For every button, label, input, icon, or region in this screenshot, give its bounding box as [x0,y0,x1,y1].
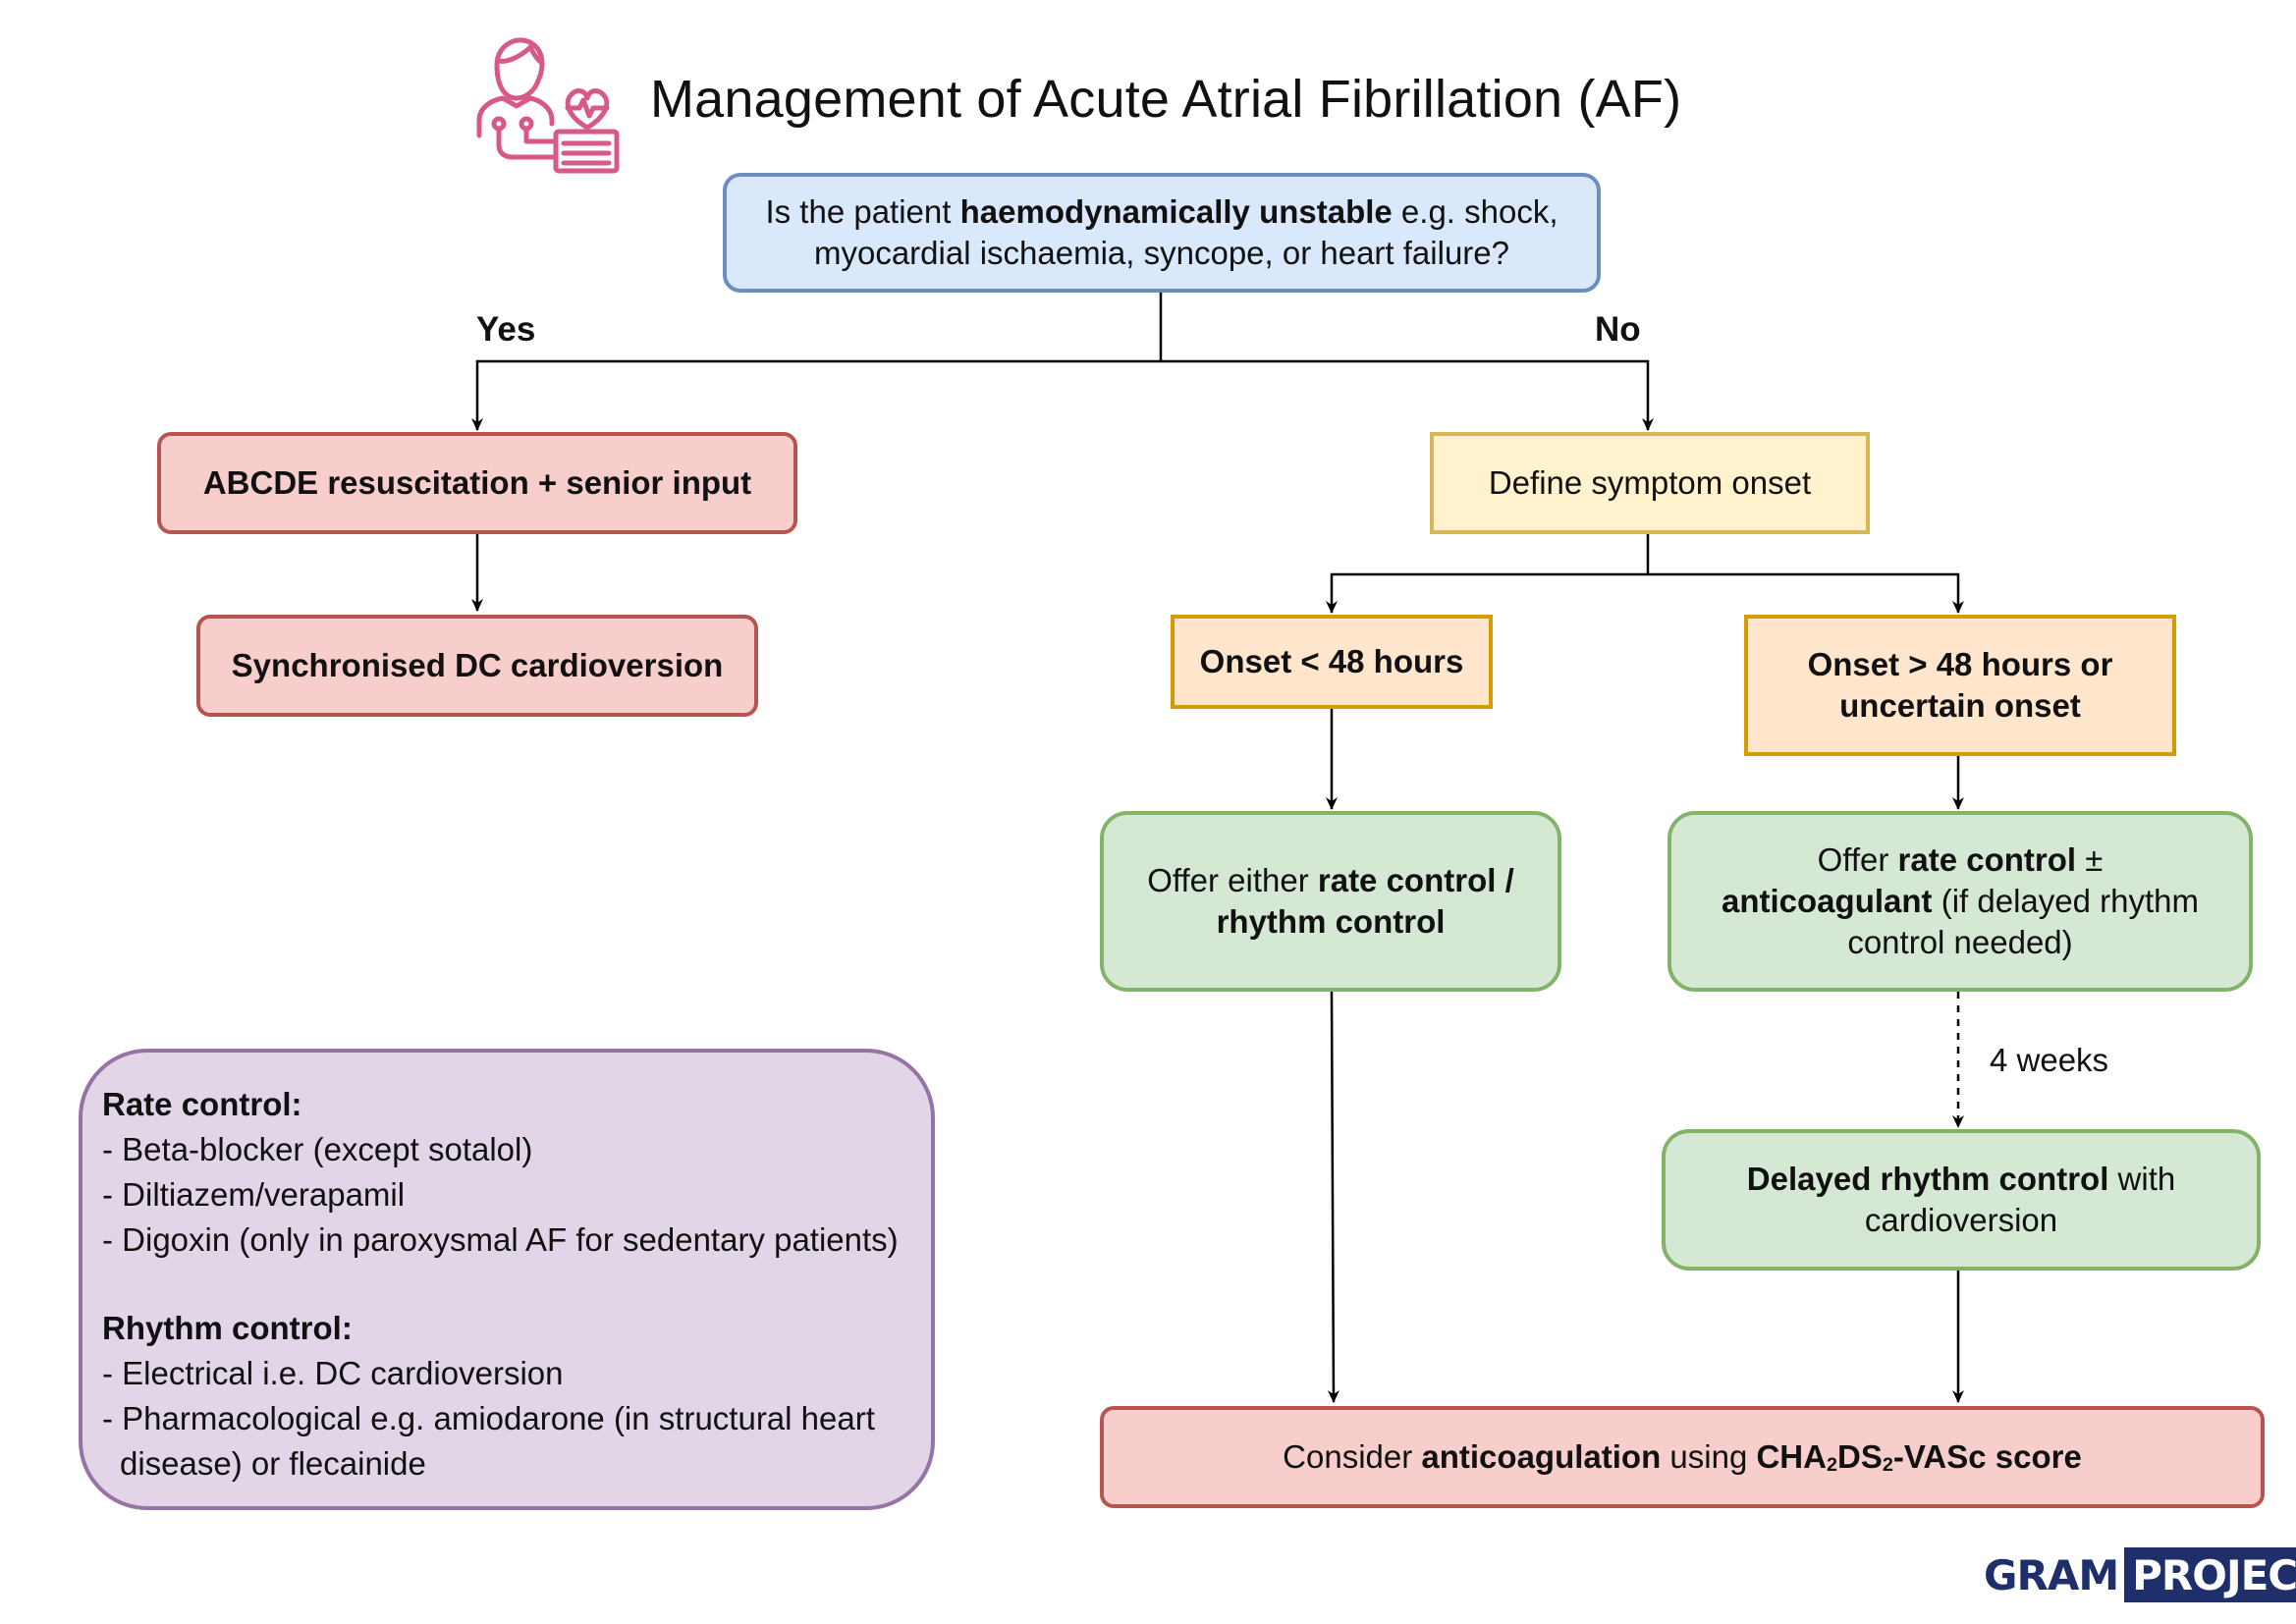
onset-short-box: Onset < 48 hours [1171,615,1493,709]
legend-rhythm-item: - Pharmacological e.g. amiodarone (in st… [102,1400,875,1436]
question-text-pre: Is the patient [765,192,960,230]
legend-rhythm-heading: Rhythm control: [102,1310,353,1346]
offer-either-pre: Offer either [1147,861,1318,898]
branch-label-yes: Yes [476,310,536,349]
question-box: Is the patient haemodynamically unstable… [723,173,1601,293]
patient-heart-monitor-icon [476,37,620,174]
onset-long-box: Onset > 48 hours or uncertain onset [1744,615,2176,756]
offer-rate-line3: control needed) [1847,924,2073,961]
delayed-line2: cardioversion [1864,1202,2058,1238]
legend-rate-item: - Beta-blocker (except sotalol) [102,1131,533,1167]
offer-rate-box: Offer rate control ± anticoagulant (if de… [1667,811,2253,992]
resuscitation-box: ABCDE resuscitation + senior input [157,432,797,534]
connector-to-short [1326,572,1648,614]
legend-rhythm-item: disease) or flecainide [120,1445,426,1482]
legend-rhythm-item: - Electrical i.e. DC cardioversion [102,1355,564,1391]
onset-long-line2: uncertain onset [1839,687,2081,724]
legend-box: Rate control: - Beta-blocker (except sot… [79,1049,935,1510]
question-text-bold: haemodynamically unstable [959,192,1393,230]
page-title: Management of Acute Atrial Fibrillation … [650,70,1682,129]
offer-rate-mid: ± [2076,840,2104,878]
question-text-line2: myocardial ischaemia, syncope, or heart … [813,235,1509,271]
offer-either-bold1: rate control / [1317,861,1514,898]
delayed-rhythm-box: Delayed rhythm control with cardioversion [1662,1129,2261,1271]
delayed-bold: Delayed rhythm control [1746,1160,2109,1197]
logo-gram: GRAM [1984,1550,2119,1599]
gram-project-logo: GRAM PROJECT [1984,1547,2296,1602]
offer-rate-post: (if delayed rhythm [1932,882,2199,919]
branch-label-no: No [1595,310,1641,349]
connector-offer-to-final [1327,991,1339,1403]
connector-yes [471,359,1161,431]
cardioversion-box: Synchronised DC cardioversion [196,615,758,717]
logo-project: PROJECT [2124,1547,2296,1602]
final-pre: Consider [1283,1437,1422,1475]
offer-either-box: Offer either rate control / rhythm contro… [1100,811,1561,992]
question-text-post: e.g. shock, [1392,192,1558,230]
anticoagulation-box: Consider anticoagulation using CHA2DS2-V… [1100,1406,2265,1508]
onset-long-line1: Onset > 48 hours or [1807,645,2113,682]
legend-rate-item: - Digoxin (only in paroxysmal AF for sed… [102,1221,899,1258]
legend-rate-heading: Rate control: [102,1086,302,1122]
define-onset-box: Define symptom onset [1430,432,1870,534]
offer-rate-pre: Offer [1817,840,1898,878]
connector-to-long [1648,572,1964,614]
legend-rate-item: - Diltiazem/verapamil [102,1176,406,1213]
final-mid: using [1661,1437,1757,1475]
offer-rate-bold2: anticoagulant [1722,882,1933,919]
wait-label: 4 weeks [1990,1042,2109,1078]
offer-rate-bold1: rate control [1897,840,2077,878]
offer-either-bold2: rhythm control [1216,903,1446,940]
connector-no [1161,359,1654,431]
delayed-post: with [2108,1160,2176,1197]
final-score: CHA2DS2-VASc score [1756,1437,2082,1476]
final-bold1: anticoagulation [1421,1437,1662,1475]
